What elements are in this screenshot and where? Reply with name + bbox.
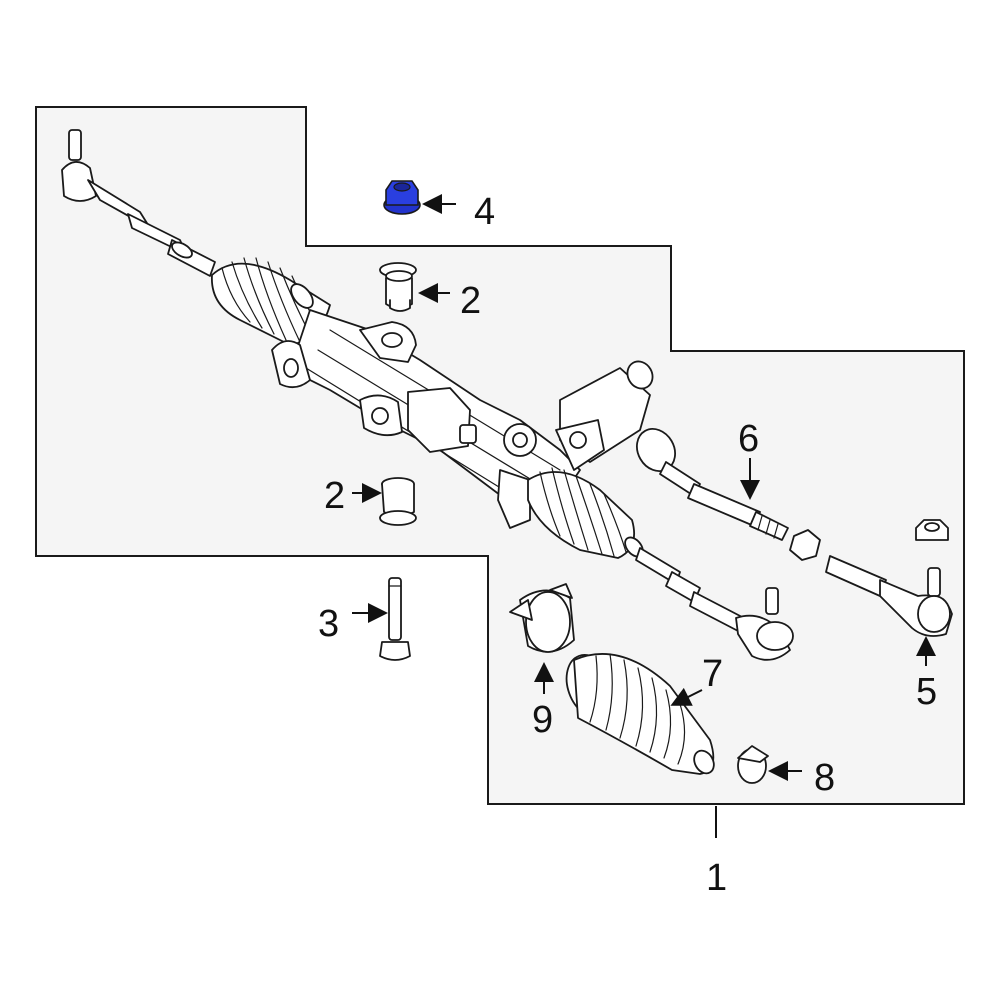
boot-clamp-large[interactable] — [509, 583, 575, 653]
callout-5: 5 — [916, 671, 937, 713]
flange-nut-highlighted[interactable] — [383, 180, 421, 215]
callout-8: 8 — [814, 757, 835, 799]
mount-bushing-lower[interactable] — [379, 477, 417, 526]
outer-tie-rod-end[interactable] — [825, 519, 953, 637]
inner-tie-rod[interactable] — [629, 422, 821, 561]
mounting-bolt[interactable] — [379, 577, 411, 661]
callout-9: 9 — [532, 699, 553, 741]
callout-1: 1 — [706, 857, 727, 899]
callout-7: 7 — [702, 653, 723, 695]
leader-lines — [352, 194, 936, 838]
leader-7 — [670, 687, 703, 706]
callout-2-lower: 2 — [324, 475, 345, 517]
boot-clamp-small[interactable] — [737, 745, 769, 784]
rack-housing — [271, 309, 654, 529]
steering-rack-assembly[interactable] — [61, 129, 794, 661]
right-tie-rod-end — [635, 547, 794, 661]
callout-3: 3 — [318, 603, 339, 645]
mount-bushing-upper[interactable] — [379, 262, 417, 312]
left-tie-rod-end — [61, 129, 216, 277]
callout-4: 4 — [474, 191, 495, 233]
callout-6: 6 — [738, 418, 759, 460]
rack-boot[interactable] — [558, 648, 717, 776]
callout-2-upper: 2 — [460, 280, 481, 322]
